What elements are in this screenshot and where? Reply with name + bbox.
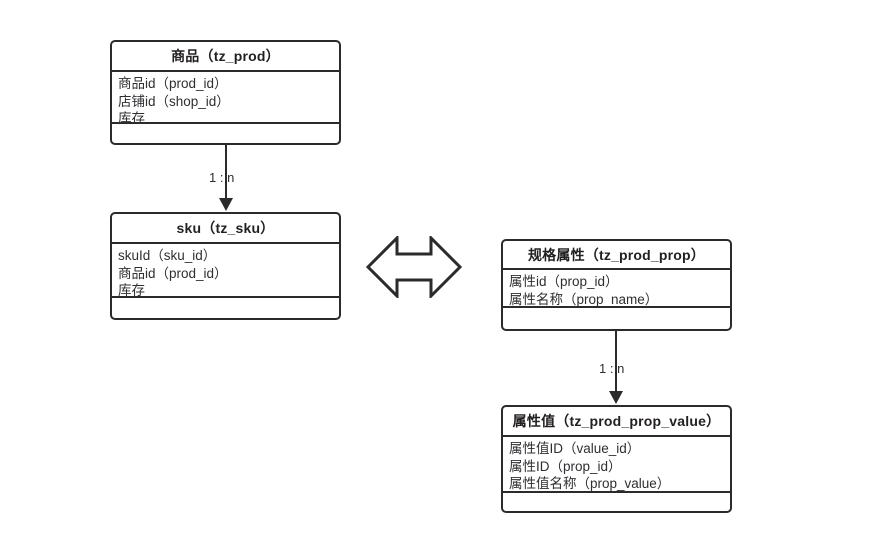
relationship-prop-to-prop-value: 1 : n: [599, 331, 624, 405]
attribute-row: 库存: [118, 111, 145, 126]
entity-tz-prod-prop-value-attributes: 属性值ID（value_id） 属性ID（prop_id） 属性值名称（prop…: [503, 437, 730, 493]
relationship-label-prop-to-prop-value: 1 : n: [599, 361, 625, 376]
attribute-row: 商品id（prod_id）: [118, 265, 228, 281]
attribute-row: 店铺id（shop_id）: [118, 93, 230, 109]
entity-tz-prod-footer: [112, 124, 339, 143]
entity-tz-prod-title: 商品（tz_prod）: [112, 42, 339, 72]
entity-tz-prod-prop-value-footer: [503, 493, 730, 511]
attribute-row: 属性ID（prop_id）: [509, 458, 622, 474]
attribute-row: 属性值ID（value_id）: [509, 441, 641, 456]
double-headed-arrow-icon: [366, 236, 462, 298]
entity-tz-prod-prop-title: 规格属性（tz_prod_prop）: [503, 241, 730, 270]
attribute-row: 属性值名称（prop_value）: [509, 476, 671, 491]
entity-tz-sku-footer: [112, 298, 339, 318]
entity-tz-sku-attributes: skuId（sku_id） 商品id（prod_id） 库存: [112, 244, 339, 298]
entity-tz-prod-prop-value[interactable]: 属性值（tz_prod_prop_value） 属性值ID（value_id） …: [501, 405, 732, 513]
attribute-row: 商品id（prod_id）: [118, 76, 228, 91]
attribute-row: skuId（sku_id）: [118, 248, 217, 263]
entity-tz-prod-prop-value-title: 属性值（tz_prod_prop_value）: [503, 407, 730, 437]
relationship-prod-to-sku: 1 : n: [209, 145, 234, 212]
arrowhead-down-icon: [609, 391, 623, 404]
relationship-label-prod-to-sku: 1 : n: [209, 170, 235, 185]
relationship-line: [225, 145, 227, 198]
entity-tz-sku[interactable]: sku（tz_sku） skuId（sku_id） 商品id（prod_id） …: [110, 212, 341, 320]
entity-tz-prod-prop[interactable]: 规格属性（tz_prod_prop） 属性id（prop_id） 属性名称（pr…: [501, 239, 732, 331]
entity-tz-prod-prop-attributes: 属性id（prop_id） 属性名称（prop_name）: [503, 270, 730, 308]
relationship-line: [615, 331, 617, 391]
entity-tz-prod-attributes: 商品id（prod_id） 店铺id（shop_id） 库存: [112, 72, 339, 126]
entity-tz-prod-prop-footer: [503, 308, 730, 329]
attribute-row: 属性id（prop_id）: [509, 274, 619, 289]
attribute-row: 属性名称（prop_name）: [509, 291, 659, 307]
entity-tz-sku-title: sku（tz_sku）: [112, 214, 339, 244]
entity-tz-prod[interactable]: 商品（tz_prod） 商品id（prod_id） 店铺id（shop_id） …: [110, 40, 341, 145]
attribute-row: 库存: [118, 283, 145, 298]
arrowhead-down-icon: [219, 198, 233, 211]
